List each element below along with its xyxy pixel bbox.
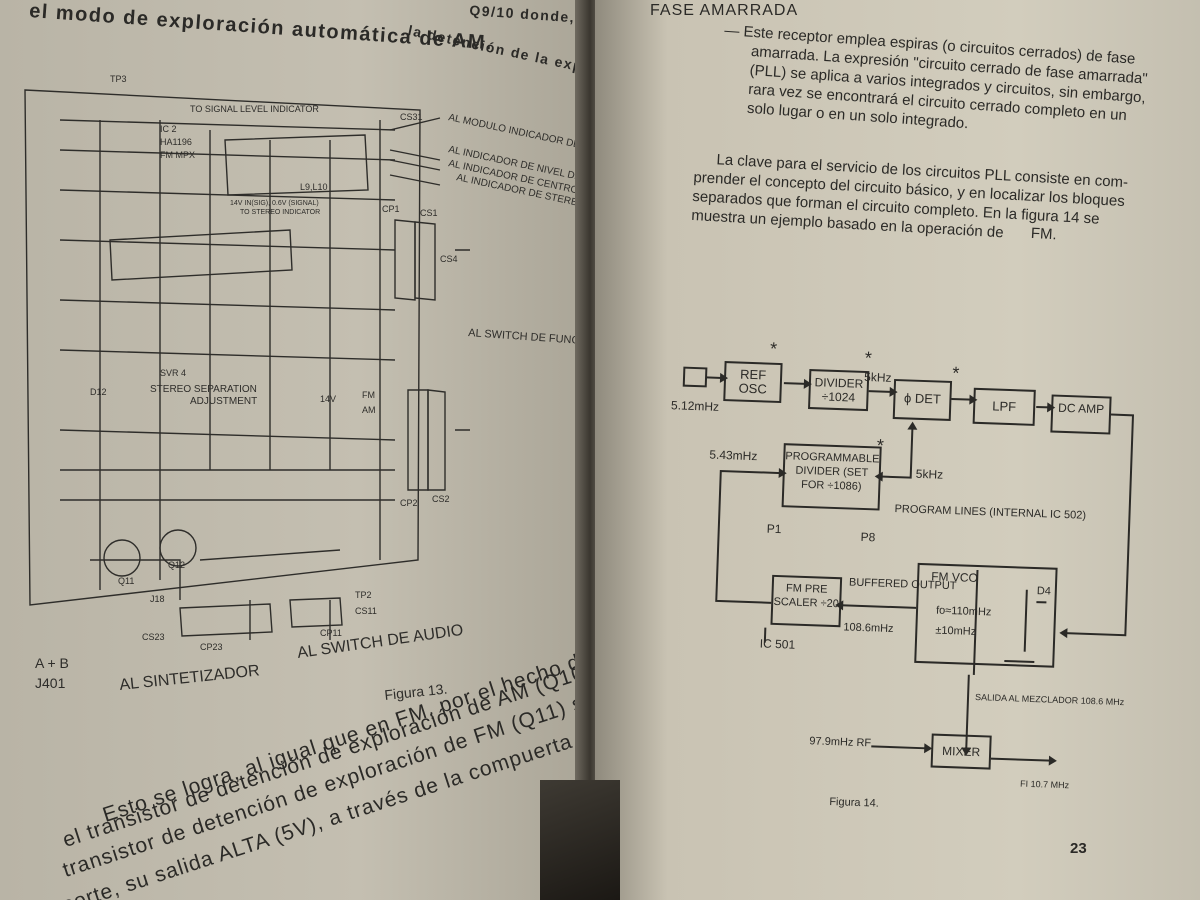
fig13-label-14v: 14V (320, 394, 336, 404)
fig13-label-j18: J18 (150, 594, 165, 604)
page-number: 23 (1070, 840, 1087, 857)
fig14-ref-osc-block: REF OSC (723, 361, 783, 404)
fig14-d4: D4 (1037, 585, 1051, 597)
fig13-label-stereo-separation: STEREO SEPARATION (150, 384, 257, 395)
fig14-lpf-block: LPF (972, 387, 1036, 426)
fig14-program-lines: PROGRAM LINES (INTERNAL IC 502) (894, 503, 1086, 522)
figure-13-schematic: TP3 TO SIGNAL LEVEL INDICATOR IC 2 HA119… (0, 0, 600, 900)
fig14-freq-1086: 108.6mHz (843, 621, 894, 635)
fig14-caption: Figura 14. (829, 796, 879, 810)
right-header: FASE AMARRADA (650, 2, 799, 19)
fig14-salida: SALIDA AL MEZCLADOR 108.6 MHz (975, 692, 1125, 707)
fig14-dc-amp-block: DC AMP (1050, 394, 1112, 435)
fig13-label-cs23: CS23 (142, 632, 165, 642)
fig14-pm10: ±10mHz (935, 625, 976, 638)
fig13-label-svr4: SVR 4 (160, 368, 186, 378)
fig14-freq-543: 5.43mHz (709, 448, 757, 464)
fig13-label-ic2: IC 2 (160, 124, 177, 134)
fig13-label-cs4: CS4 (440, 254, 458, 264)
fig13-label-am: AM (362, 405, 376, 415)
fig14-fo: fo≈110mHz (936, 605, 992, 619)
fig13-label-cs1: CS1 (420, 208, 438, 218)
fig13-label-a-plus-b: A + B (35, 655, 69, 671)
fig13-label-q11: Q11 (118, 576, 134, 586)
fig13-label-d12: D12 (90, 387, 107, 397)
fig13-label-fm-mpx: FM MPX (160, 150, 195, 160)
fig13-caption: Figura 13. (384, 680, 448, 703)
fig13-label-ha1196: HA1196 (160, 137, 192, 147)
fig14-divider-block: DIVIDER ÷1024 (808, 369, 870, 412)
fig13-label-fm: FM (362, 390, 375, 400)
fig14-ic501: IC 501 (760, 636, 796, 651)
fig14-buffered-output: BUFFERED OUTPUT (849, 577, 957, 593)
fig14-prescaler-block: FM PRE SCALER ÷20 (770, 574, 843, 628)
fig14-fi-out: FI 10.7 MHz (1020, 779, 1070, 791)
fig13-label-l9l10: L9,L10 (300, 182, 328, 192)
fig14-p8: P8 (860, 530, 875, 545)
fig13-label-cs31: CS31 (400, 112, 423, 122)
fig13-label-cs2: CS2 (432, 494, 450, 504)
fig14-freq-512: 5.12mHz (671, 398, 719, 414)
fig14-freq-5khz-a: 5kHz (864, 370, 892, 385)
fig14-rf-in: 97.9mHz RF (809, 735, 871, 749)
figure-14-diagram: 5.12mHz 5kHz 5kHz 5.43mHz P1 P8 PROGRAM … (595, 0, 1200, 900)
fig14-freq-5khz-b: 5kHz (916, 467, 944, 482)
fig14-mixer-block: MIXER (930, 733, 992, 770)
fig13-label-14v-sig: 14V IN(SIG), 0.6V (SIGNAL) (230, 200, 319, 207)
fig13-label-cs11: CS11 (355, 606, 377, 616)
fig14-fm-vco-block: FM VCO (914, 562, 1058, 668)
fig13-label-stereo-indicator: TO STEREO INDICATOR (240, 209, 320, 216)
left-page: el modo de exploración automática de AM.… (0, 0, 600, 900)
figure-14-wires: 5.12mHz 5kHz 5kHz 5.43mHz P1 P8 PROGRAM … (671, 339, 1135, 810)
fig14-star-prog: * (876, 435, 884, 455)
fig13-label-tp2: TP2 (355, 590, 372, 600)
fig13-label-tp3: TP3 (110, 74, 127, 84)
fig14-star-det: * (952, 363, 960, 383)
fig14-p1: P1 (767, 522, 782, 537)
fig13-label-signal-level: TO SIGNAL LEVEL INDICATOR (190, 104, 319, 114)
fig14-phase-det-block: ϕ DET (892, 378, 953, 421)
fig13-label-cp2: CP2 (400, 498, 418, 508)
right-page: FASE AMARRADA — Este receptor emplea esp… (595, 0, 1200, 900)
fig13-label-al-sintetizador: AL SINTETIZADOR (119, 662, 261, 694)
fig14-star-ref: * (770, 339, 778, 359)
fig14-programmable-divider-block: PROGRAMMABLE DIVIDER (SET FOR ÷1086) (781, 443, 882, 511)
fig13-label-cp11: CP11 (320, 628, 342, 638)
fig13-label-cp23: CP23 (200, 642, 223, 652)
fig13-label-adjustment: ADJUSTMENT (190, 396, 257, 407)
fig13-label-j401: J401 (35, 675, 66, 691)
fig14-star-div: * (864, 348, 872, 368)
fig13-label-cp1: CP1 (382, 204, 400, 214)
fig13-label-q12: Q12 (168, 560, 185, 570)
book-shadow (540, 780, 620, 900)
